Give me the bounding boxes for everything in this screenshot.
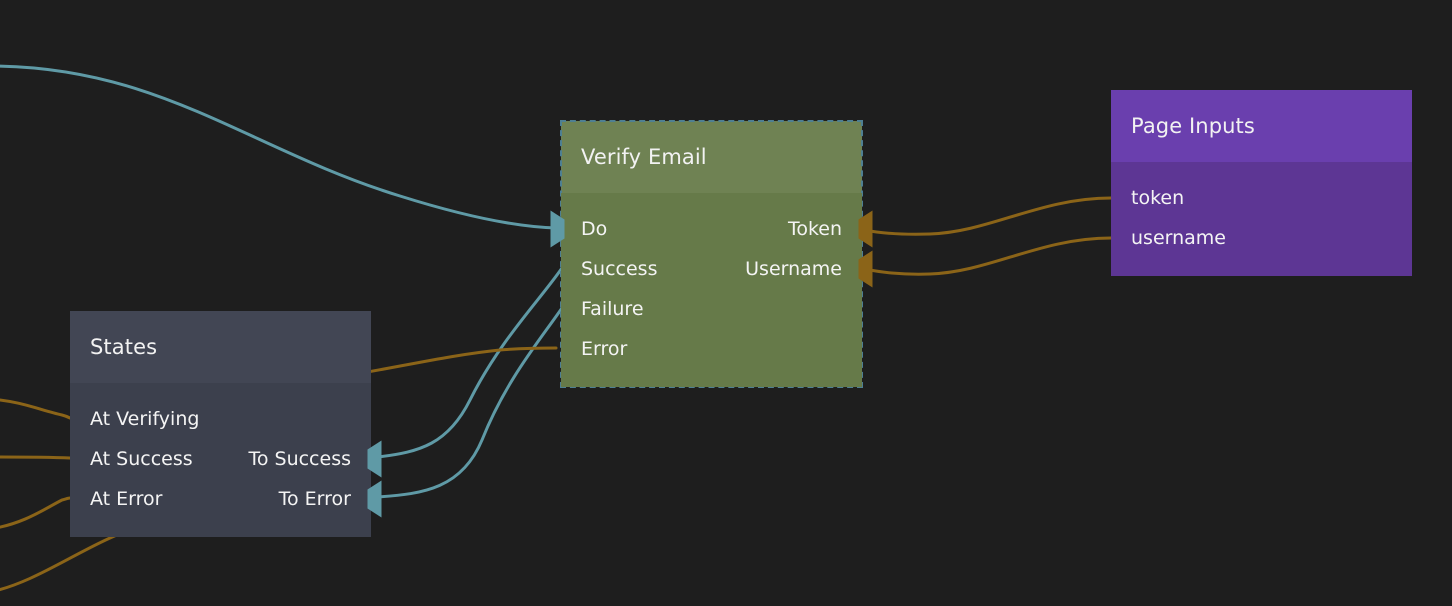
node-page-inputs-title: Page Inputs <box>1131 114 1255 138</box>
port-label-at-error: At Error <box>90 487 163 510</box>
edge-verify-failure-to-to-error <box>376 306 564 499</box>
node-states-body: At Verifying At Success To Success At Er… <box>70 383 382 537</box>
node-verify-email-body: Do Token Success Username <box>550 193 873 387</box>
node-page-inputs-body: token username <box>1111 162 1412 276</box>
port-label-token: Token <box>787 217 842 240</box>
port-row-at-success[interactable]: At Success To Success <box>70 439 382 479</box>
port-label-error: Error <box>581 337 628 360</box>
edge-offscreen-to-at-verifying <box>0 398 72 420</box>
port-to-error-arrow-left-icon[interactable] <box>367 480 382 518</box>
port-label-at-verifying: At Verifying <box>90 407 200 430</box>
port-row-at-verifying[interactable]: At Verifying <box>70 399 371 439</box>
node-verify-email[interactable]: Verify Email Do Token Success <box>550 120 873 388</box>
port-row-error[interactable]: Error <box>561 329 862 369</box>
port-label-to-success: To Success <box>248 447 351 470</box>
node-states-header[interactable]: States <box>70 311 371 383</box>
edge-verify-success-to-to-success <box>376 266 564 459</box>
port-label-username-out: username <box>1131 226 1226 249</box>
node-verify-email-title: Verify Email <box>581 145 707 169</box>
port-token-arrow-left-icon[interactable] <box>858 210 873 248</box>
port-row-success[interactable]: Success Username <box>561 249 873 289</box>
port-row-username[interactable]: username <box>1111 218 1412 258</box>
port-label-token-out: token <box>1131 186 1185 209</box>
node-page-inputs[interactable]: Page Inputs token username <box>1111 90 1412 276</box>
port-do-arrow-right-icon[interactable] <box>550 210 565 248</box>
port-label-to-error: To Error <box>278 487 351 510</box>
port-label-success: Success <box>581 257 658 280</box>
port-label-failure: Failure <box>581 297 644 320</box>
port-row-at-error[interactable]: At Error To Error <box>70 479 382 519</box>
port-row-do[interactable]: Do Token <box>550 209 873 249</box>
node-states[interactable]: States At Verifying At Success To Succes… <box>70 311 382 537</box>
edge-token-to-verify-token <box>862 196 1113 236</box>
port-to-success-arrow-left-icon[interactable] <box>367 440 382 478</box>
port-row-failure[interactable]: Failure <box>561 289 862 329</box>
port-label-do: Do <box>581 217 608 240</box>
node-page-inputs-header[interactable]: Page Inputs <box>1111 90 1412 162</box>
edge-username-to-verify-username <box>862 236 1113 276</box>
port-username-arrow-left-icon[interactable] <box>858 250 873 288</box>
port-label-at-success: At Success <box>90 447 193 470</box>
node-verify-email-header[interactable]: Verify Email <box>561 121 862 193</box>
edge-offscreen-to-at-error <box>0 496 72 529</box>
node-states-title: States <box>90 335 158 359</box>
edge-offscreen-to-at-success <box>0 455 72 460</box>
edge-offscreen-to-verify-do <box>0 64 558 230</box>
port-label-username: Username <box>745 257 842 280</box>
port-row-token[interactable]: token <box>1111 178 1412 218</box>
